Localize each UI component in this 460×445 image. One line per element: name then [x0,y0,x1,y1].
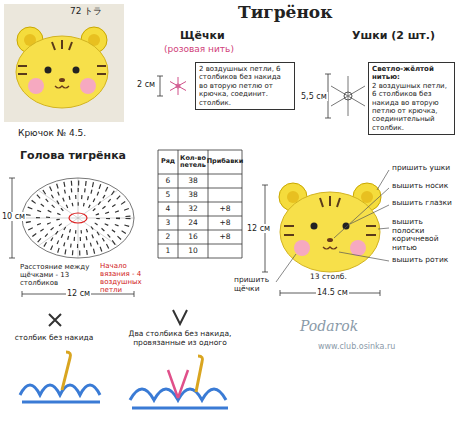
table-cell: 24 [178,216,208,230]
table-cell: 38 [178,188,208,202]
table-cell: 38 [178,174,208,188]
table-cell: +8 [208,202,242,216]
callout: вышить ротик [392,256,456,265]
radial-lines [22,178,134,258]
yarn-note: (розовая нить) [164,44,234,54]
instruction-text: 2 воздушных петли, 6 столбиков без накид… [199,65,291,107]
note: Расстояние между щёчками - 13 столбиков [20,263,98,287]
watermark: www.club.osinka.ru [318,342,395,351]
ear-spokes [331,76,365,116]
table-cell: Ряд [158,150,178,174]
callout: пришить ушки [392,164,456,173]
hook-size: Крючок № 4.5. [18,128,86,138]
leader-lines [276,170,389,282]
table-cell: 1 [158,244,178,258]
mouth [323,247,337,249]
cheek [80,78,96,94]
callout: 13 столб. [310,273,347,282]
cheek-spokes [170,77,186,95]
stripes [284,196,376,235]
nose [59,78,65,82]
table-cell: +8 [208,216,242,230]
symbol-legend: Два столбика без накида, провязанные из … [120,330,240,347]
instruction-box: Светло-жёлтой нитью:2 воздушных петли, 6… [368,62,455,135]
stripes [18,40,106,74]
stitches [48,197,108,239]
dimension: 2 см [136,80,156,89]
title: Тигрёнок [238,3,332,23]
cheek-chart [157,76,186,96]
photo-label: 72 トラ [70,6,102,16]
start-note: Начало вязания - 4 воздушных петли [100,262,158,294]
eye [73,67,80,74]
table-cell: Кол-во петель [178,150,208,174]
callout: пришить щёчки [234,276,278,293]
section-heading: Голова тигрёнка [20,150,126,163]
stitch-symbols [20,310,228,408]
table-lines [158,150,242,258]
dimension: 5,5 см [300,92,328,101]
hook [196,356,203,392]
table-cell: +8 [208,230,242,244]
table-cell: 5 [158,188,178,202]
callout: вышить глазки [392,199,456,208]
two-stitches [168,370,188,398]
cheek [294,240,310,256]
table-cell: 32 [178,202,208,216]
increase-symbol [173,310,187,324]
head [16,36,108,108]
cheek [28,78,44,94]
table-cell: 6 [158,174,178,188]
yarn [132,407,228,410]
table-cell: 3 [158,216,178,230]
callout: вышить полоски коричневой нитью [392,218,454,253]
photo [4,4,124,122]
round-6 [22,178,134,258]
yarn [22,401,100,404]
table-cell: 10 [178,244,208,258]
stitches [38,190,118,246]
stitches [58,204,98,232]
ear-chart [325,74,365,118]
cheek-center [176,84,180,88]
instruction-box: 2 воздушных петли, 6 столбиков без накид… [195,62,295,110]
single-crochet-symbol [49,314,61,326]
cheek [350,240,366,256]
table-cell: 2 [158,230,178,244]
table-cell: Прибавки [208,150,242,174]
mouth [55,86,69,88]
table-grid [158,150,242,258]
watermark: Podarok [300,318,358,334]
assembled-tiger [262,170,389,296]
eye [343,223,350,230]
ear-center [344,92,352,100]
section-heading: Щёчки [180,30,225,43]
dimension: 12 см [66,289,91,298]
callout: вышить носик [392,182,456,191]
eye [45,67,52,74]
dimension: 12 см [246,224,271,233]
eye [311,223,318,230]
instruction-text: 2 воздушных петли, 6 столбиков без накид… [372,82,451,132]
dimension-line [262,185,380,296]
head [280,192,380,272]
stitches [28,183,128,253]
section-heading: Ушки (2 шт.) [352,30,435,43]
table-cell: 16 [178,230,208,244]
nose [327,238,333,242]
dimension: 10 см [1,212,26,221]
dimension: 14.5 см [316,288,349,297]
dimension-line [157,76,163,96]
symbol-legend: столбик без накида [14,334,94,343]
instruction-text: Светло-жёлтой нитью: [372,65,451,82]
yarn [20,385,100,395]
photo-ground [4,4,124,122]
hook [62,352,71,390]
start-chain [69,213,87,223]
table-cell: 4 [158,202,178,216]
